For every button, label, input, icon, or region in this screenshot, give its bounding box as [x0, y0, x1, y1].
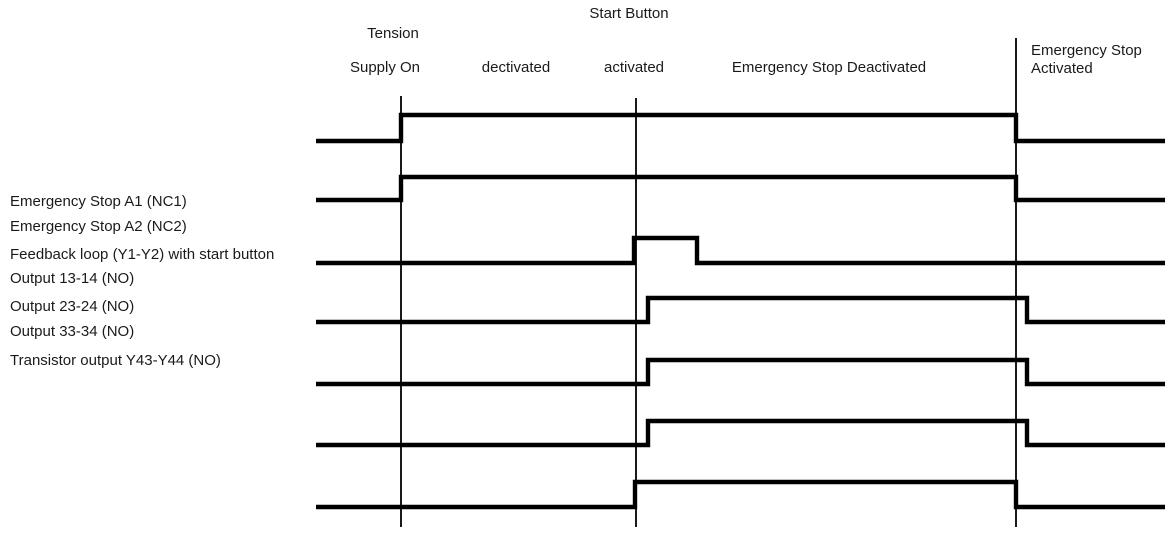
header-start-button: Start Button: [589, 5, 669, 22]
signal-label-emergency-stop-a1: Emergency Stop A1 (NC1): [10, 193, 187, 210]
signal-label-feedback-loop: Feedback loop (Y1-Y2) with start button: [10, 246, 275, 263]
header-emergency-stop-deactivated: Emergency Stop Deactivated: [731, 59, 927, 76]
signal-label-output-13-14: Output 13-14 (NO): [10, 270, 135, 287]
trace-output-33-34: [316, 418, 1165, 448]
trace-output-13-14: [316, 295, 1165, 325]
header-supply-on: Supply On: [349, 59, 421, 76]
header-emergency-stop-activated-line2: Activated: [1031, 60, 1093, 77]
trace-transistor-output: [316, 479, 1165, 510]
header-start-button-deactivated: dectivated: [481, 59, 551, 76]
header-start-button-activated: activated: [603, 59, 665, 76]
header-emergency-stop-activated-line1: Emergency Stop: [1031, 42, 1142, 59]
trace-supply: [316, 112, 1165, 144]
trace-emergency-stop-inputs: [316, 174, 1165, 203]
signal-label-output-23-24: Output 23-24 (NO): [10, 298, 135, 315]
trace-output-23-24: [316, 357, 1165, 387]
signal-label-output-33-34: Output 33-34 (NO): [10, 323, 135, 340]
signal-label-emergency-stop-a2: Emergency Stop A2 (NC2): [10, 218, 187, 235]
signal-label-transistor-output: Transistor output Y43-Y44 (NO): [10, 352, 221, 369]
header-tension: Tension: [367, 25, 419, 42]
trace-feedback-loop: [316, 235, 1165, 266]
